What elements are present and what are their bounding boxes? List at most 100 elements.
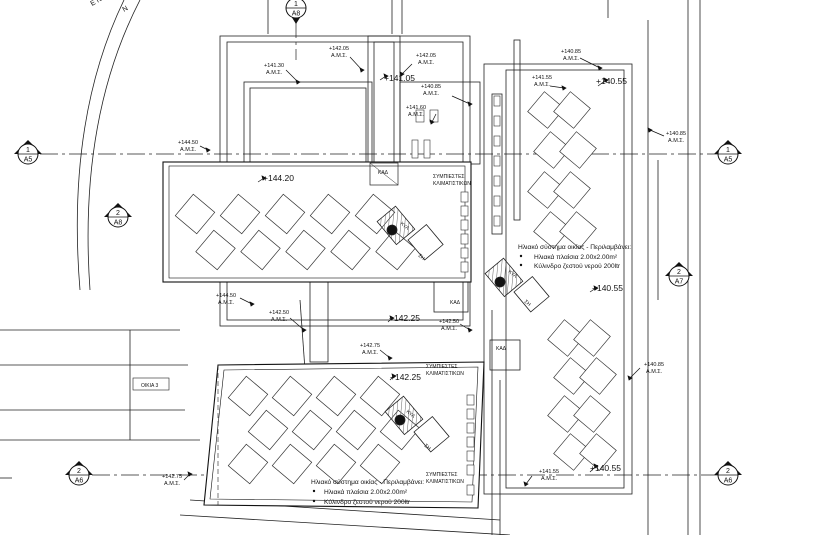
level-l1: +142.05 [329, 46, 349, 52]
level-l8: +141.55 [532, 75, 552, 81]
oikia-frame [132, 377, 170, 391]
level-l12: +144.20 [263, 173, 294, 183]
level-arrow-15 [467, 327, 473, 333]
level-arrow-5 [429, 119, 435, 125]
level-l9: +140.55 [596, 76, 627, 86]
cylinder-label-1: ΚΥΛ [399, 221, 411, 232]
ac-label-1a: ΣΥΜΠΙΕΣΤΕΣ [433, 174, 465, 180]
section-marker-left_a6-num: 2 [77, 468, 81, 475]
level-l2-sub: Α.Μ.Σ. [418, 60, 435, 66]
solar-panel-right-bottom-1-0 [553, 357, 591, 395]
level-leader-4 [451, 95, 471, 105]
solar-panels [174, 91, 617, 485]
level-l14-sub: Α.Μ.Σ. [271, 317, 288, 323]
ac-label-2b: ΚΛΙΜΑΤΙΣΤΙΚΩΝ [426, 371, 464, 377]
level-l11-sub: Α.Μ.Σ. [180, 147, 197, 153]
solar-note-1-line2: Κύλινδρο ζεστού νερού 200ltr [534, 262, 621, 270]
solar-panel-lower-2 [315, 375, 357, 417]
level-l3-sub: Α.Μ.Σ. [266, 70, 283, 76]
level-arrow-17 [593, 285, 599, 291]
level-l21: +142.75 [162, 474, 182, 480]
level-leader-18 [629, 367, 641, 379]
level-annotations: +142.05 Α.Μ.Σ. +142.05 Α.Μ.Σ. +141.30 Α.… [162, 46, 686, 487]
ac-label-2a: ΣΥΜΠΙΕΣΤΕΣ [426, 364, 458, 370]
level-arrow-12 [249, 301, 255, 307]
section-marker-left_a6: 2A6 [65, 461, 93, 486]
level-arrow-9 [647, 127, 653, 133]
level-l22-sub: Α.Μ.Σ. [541, 476, 558, 482]
solar-panel-lower-8 [227, 443, 269, 485]
solar-note-2-line1: Ηλιακά πλαίσια 2.00x2.00m² [324, 488, 408, 496]
cylinder-label-2: ΚΥΛ [405, 409, 417, 420]
level-l13: +144.50 [216, 293, 236, 299]
level-leader-5 [431, 113, 437, 123]
solar-panel-lower-5 [291, 409, 333, 451]
solar-panel-upper-1 [219, 193, 261, 235]
solar-panel-lower-9 [271, 443, 313, 485]
level-l16: +142.50 [439, 319, 459, 325]
section-marker-right_a6-sheet: A6 [724, 478, 733, 485]
level-arrow-16 [387, 355, 393, 361]
level-l11: +144.50 [178, 140, 198, 146]
cylinder-label-3: ΚΥΛ [507, 269, 519, 280]
heater-label-3: ΣΗ [523, 299, 532, 308]
section-marker-left_a5-num: 1 [26, 147, 30, 154]
section-marker-right_a7: 2A7 [665, 262, 693, 287]
level-leader-7 [549, 85, 565, 89]
solar-panel-upper-0 [174, 193, 216, 235]
solar-note-1-bullet2 [519, 263, 523, 267]
ac-label-3b: ΚΛΙΜΑΤΙΣΤΙΚΩΝ [426, 479, 464, 485]
level-l5: +140.85 [421, 84, 441, 90]
solar-panel-right-top-3-0 [533, 211, 571, 249]
heater-label-2: ΣΗ [423, 443, 432, 452]
level-arrow-18 [627, 375, 633, 381]
section-marker-left_a8: 2A8 [104, 203, 132, 228]
solar-note-2-line2: Κύλινδρο ζεστού νερού 200ltr [324, 498, 411, 506]
oikia-label: ΟΙΚΙΑ 3 [141, 383, 158, 389]
solar-panel-right-bottom-2-0 [547, 395, 585, 433]
solar-panel-lower-4 [247, 409, 289, 451]
level-leader-6 [579, 57, 601, 69]
solar-panel-right-bottom-3-0 [553, 433, 591, 471]
box-label-3: ΚΑΔ [450, 300, 461, 306]
level-l22: +141.55 [539, 469, 559, 475]
solar-panel-right-bottom-0-0 [547, 319, 585, 357]
level-arrow-2 [295, 79, 301, 85]
section-marker-right_a5: 1A5 [714, 140, 742, 165]
level-arrow-22 [593, 463, 599, 469]
section-marker-right_a6: 2A6 [714, 461, 742, 486]
solar-panel-lower-10 [315, 443, 357, 485]
solar-panel-lower-11 [359, 443, 401, 485]
solar-panel-right-top-0-1 [553, 91, 591, 129]
solar-panel-right-bottom-3-1 [579, 433, 617, 471]
north-mark: Ν [122, 5, 130, 14]
solar-panel-right-top-1-0 [533, 131, 571, 169]
solar-panel-upper-8 [330, 229, 371, 271]
level-l5-sub: Α.Μ.Σ. [423, 91, 440, 97]
level-arrow-19 [391, 373, 397, 379]
solar-panel-lower-6 [335, 409, 377, 451]
plan-labels: ΣΥΜΠΙΕΣΤΕΣ ΚΛΙΜΑΤΙΣΤΙΚΩΝ ΣΥΜΠΙΕΣΤΕΣ ΚΛΙΜ… [90, 0, 632, 506]
solar-note-2-bullet1 [312, 489, 316, 493]
level-l20: +142.25 [390, 372, 421, 382]
solar-note-1-title: Ηλιακό σύστημα οικίας - Περιλαμβάνει: [518, 243, 631, 251]
level-arrow-21 [523, 481, 529, 487]
section-marker-top-num: 1 [294, 1, 298, 8]
solar-panel-lower-1 [271, 375, 313, 417]
level-l17-sub: Α.Μ.Σ. [362, 350, 379, 356]
level-l10-sub: Α.Μ.Σ. [668, 138, 685, 144]
level-l8-sub: Α.Μ.Σ. [534, 82, 551, 88]
level-arrow-4 [467, 101, 473, 107]
level-leaders [183, 56, 665, 487]
level-l16-sub: Α.Μ.Σ. [441, 326, 458, 332]
level-l4: +141.05 [384, 73, 415, 83]
solar-panel-right-top-2-1 [553, 171, 591, 209]
level-arrow-11 [261, 175, 267, 181]
solar-panel-upper-7 [285, 229, 326, 271]
ac-label-1b: ΚΛΙΜΑΤΙΣΤΙΚΩΝ [433, 181, 471, 187]
solar-note-2-bullet2 [312, 499, 316, 503]
level-l6: +141.60 [406, 105, 426, 111]
level-l19: +140.85 [644, 362, 664, 368]
solar-panel-right-top-0-0 [527, 91, 565, 129]
